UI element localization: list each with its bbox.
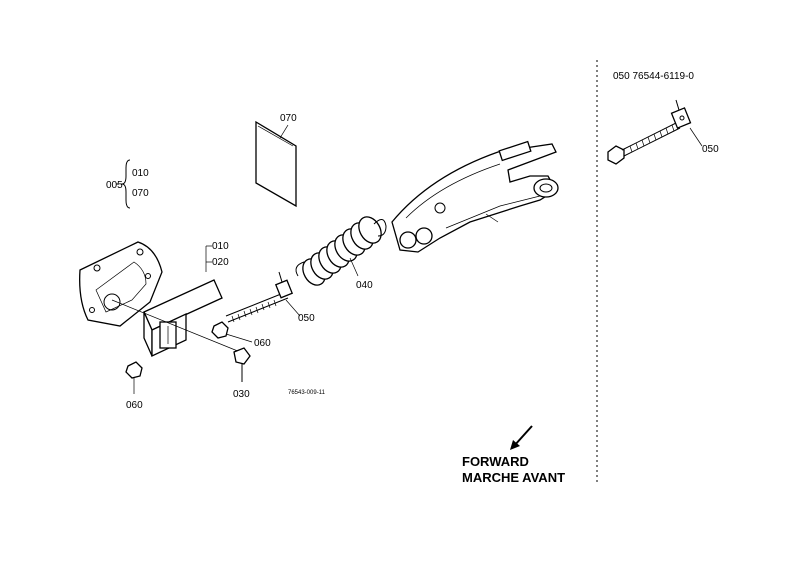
- label-050-mid: 050: [298, 313, 315, 324]
- leader-050-right: [689, 127, 703, 147]
- part-060-nut-low: [125, 361, 143, 394]
- part-pedal-arm: [391, 140, 559, 253]
- part-070-sheet: [255, 120, 297, 208]
- label-070-top: 070: [280, 113, 297, 124]
- part-base-plate: [79, 241, 163, 327]
- replacement-part-note: 050 76544-6119-0: [613, 71, 694, 82]
- leader-040: [349, 257, 359, 277]
- part-030-bolt: [233, 347, 251, 382]
- label-010-b: 010: [212, 241, 229, 252]
- part-040-spring: [295, 216, 387, 286]
- leader-070: [279, 124, 289, 139]
- direction-marche-avant: MARCHE AVANT: [462, 470, 565, 485]
- label-030: 030: [233, 389, 250, 400]
- label-060-mid: 060: [254, 338, 271, 349]
- label-040: 040: [356, 280, 373, 291]
- label-050-right: 050: [702, 144, 719, 155]
- part-050-threaded-rod: [225, 271, 294, 323]
- assembly-axis: [111, 299, 251, 357]
- label-020: 020: [212, 257, 229, 268]
- forward-arrow-icon: [510, 425, 533, 450]
- label-070-b: 070: [132, 188, 149, 199]
- label-060-low: 060: [126, 400, 143, 411]
- bracket-005: [116, 159, 131, 209]
- direction-forward: FORWARD: [462, 454, 529, 469]
- part-050-threaded-rod-right: [607, 99, 692, 165]
- leader-060-mid: [225, 333, 253, 343]
- label-005: 005: [106, 180, 123, 191]
- drawing-number: 76543-009-11: [288, 390, 326, 396]
- part-060-nut-mid: [211, 321, 229, 339]
- leader-050-mid: [285, 299, 301, 317]
- part-010-020-bracket: [143, 279, 223, 358]
- label-010-a: 010: [132, 168, 149, 179]
